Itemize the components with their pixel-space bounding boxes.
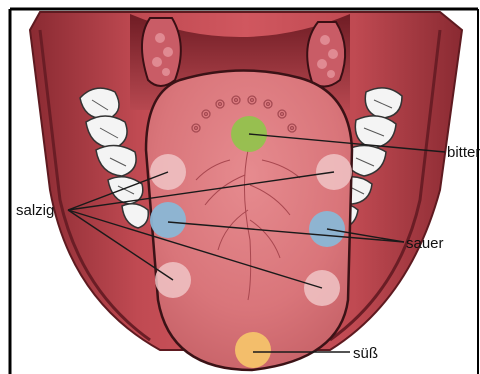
sauer-zone-left [150,202,186,238]
label-bitter: bitter [447,144,480,161]
label-sauer: sauer [406,235,444,252]
label-suess: süß [353,345,378,362]
suess-zone [235,332,271,368]
label-salzig: salzig [16,202,54,219]
tonsil-left [142,18,181,86]
tonsil-right [307,22,345,87]
